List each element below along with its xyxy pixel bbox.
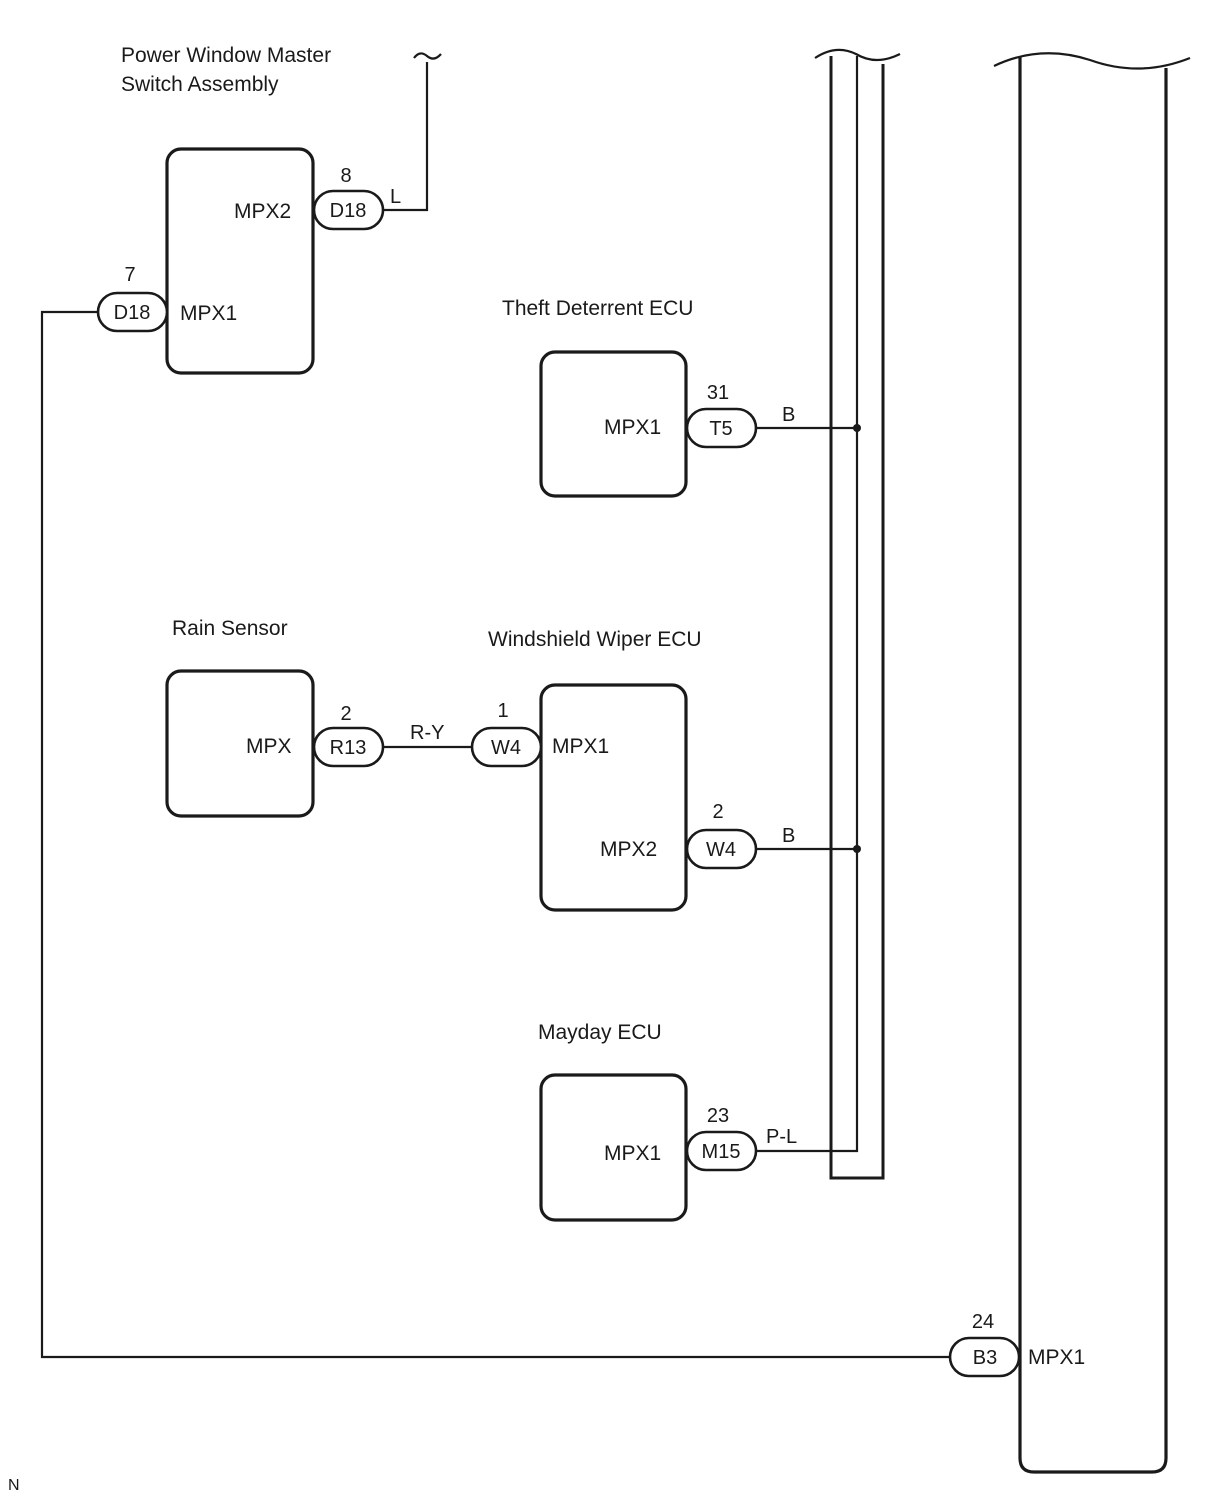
connector-d18-left [96, 291, 169, 333]
right-unit-break [993, 52, 1191, 70]
connector-w4-out-code: W4 [706, 839, 736, 861]
connector-r13-pin: 2 [340, 703, 351, 725]
wire-l [383, 62, 429, 212]
connector-m15-pin: 23 [707, 1105, 729, 1127]
connector-b3-pin: 24 [972, 1311, 994, 1333]
wiper-ecu-mpx1: MPX1 [552, 735, 609, 758]
wiper-ecu-mpx2: MPX2 [600, 838, 657, 861]
connector-d18-left-pin: 7 [124, 264, 135, 286]
junction-dot [853, 845, 861, 853]
right-unit-mpx1: MPX1 [1028, 1346, 1085, 1369]
rain-sensor-title: Rain Sensor [172, 617, 288, 640]
connector-w4-in [470, 726, 543, 768]
wire-mayday-label: P-L [766, 1126, 797, 1148]
wire-break-mark [413, 52, 442, 60]
power-window-title-1: Power Window Master [121, 44, 331, 67]
connector-t5 [685, 407, 758, 449]
connector-r13 [312, 726, 385, 768]
mayday-ecu-title: Mayday ECU [538, 1021, 662, 1044]
connector-m15-code: M15 [702, 1141, 741, 1163]
connector-b3 [948, 1336, 1021, 1378]
connector-w4-in-pin: 1 [497, 700, 508, 722]
wire-theft-label: B [782, 404, 795, 426]
power-window-box [165, 147, 315, 375]
right-unit-body [1018, 56, 1168, 1474]
connector-d18-top-pin: 8 [340, 165, 351, 187]
connector-t5-code: T5 [709, 418, 732, 440]
wire-mpx1-loop [40, 310, 950, 1359]
power-window-mpx2: MPX2 [234, 200, 291, 223]
connector-d18-left-code: D18 [114, 302, 151, 324]
connector-t5-pin: 31 [707, 382, 729, 404]
theft-ecu-box [539, 350, 688, 498]
wire-r-y-label: R-Y [410, 722, 444, 744]
wire-wiper-b-label: B [782, 825, 795, 847]
bus-harness-break [814, 48, 901, 62]
power-window-mpx1: MPX1 [180, 302, 237, 325]
connector-d18-top [312, 189, 385, 231]
wiper-ecu-title: Windshield Wiper ECU [488, 628, 702, 651]
corner-mark: N [8, 1477, 20, 1494]
theft-ecu-title: Theft Deterrent ECU [502, 297, 693, 320]
wire-mayday-pl [756, 56, 859, 1153]
junction-dot [853, 424, 861, 432]
connector-w4-out [685, 828, 758, 870]
connector-b3-code: B3 [973, 1347, 997, 1369]
connector-r13-code: R13 [330, 737, 367, 759]
wire-l-label: L [390, 186, 401, 208]
connector-w4-out-pin: 2 [712, 801, 723, 823]
wiper-ecu-box [539, 683, 688, 912]
rain-sensor-mpx: MPX [246, 735, 292, 758]
connector-d18-top-code: D18 [330, 200, 367, 222]
bus-harness-outline [829, 56, 885, 1180]
connector-m15 [685, 1130, 758, 1172]
power-window-title-2: Switch Assembly [121, 73, 279, 96]
theft-ecu-mpx1: MPX1 [604, 416, 661, 439]
mayday-ecu-mpx1: MPX1 [604, 1142, 661, 1165]
connector-w4-in-code: W4 [491, 737, 521, 759]
